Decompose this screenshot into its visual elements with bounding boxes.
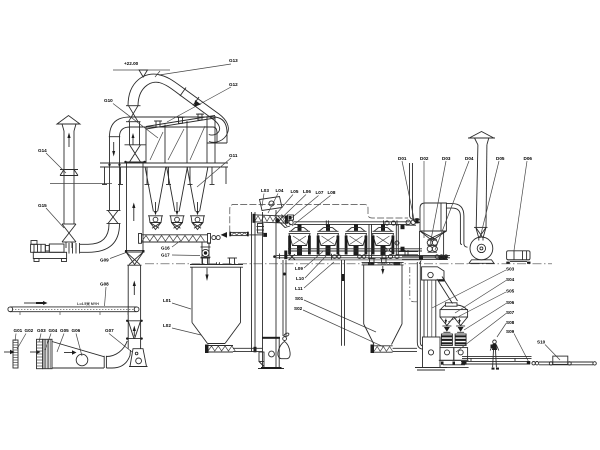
svg-text:L07: L07 — [316, 190, 324, 195]
svg-text:L09: L09 — [295, 266, 303, 271]
svg-text:L10: L10 — [296, 276, 304, 281]
svg-text:L02: L02 — [163, 323, 171, 328]
svg-text:G09: G09 — [100, 258, 109, 263]
svg-text:D04: D04 — [465, 156, 474, 161]
svg-text:L06: L06 — [303, 189, 311, 194]
svg-text:G17: G17 — [161, 253, 170, 258]
svg-text:G13: G13 — [229, 58, 238, 63]
svg-text:S02: S02 — [294, 306, 303, 311]
svg-text:L04: L04 — [276, 188, 284, 193]
svg-text:G14: G14 — [38, 148, 47, 153]
svg-text:G04: G04 — [49, 328, 58, 333]
svg-text:+22.00: +22.00 — [124, 61, 139, 66]
svg-text:D01: D01 — [398, 156, 407, 161]
svg-text:D06: D06 — [524, 156, 533, 161]
svg-text:G03: G03 — [37, 328, 46, 333]
svg-text:S07: S07 — [506, 310, 515, 315]
svg-text:S09: S09 — [506, 329, 515, 334]
svg-text:S01: S01 — [295, 296, 304, 301]
svg-text:G10: G10 — [104, 98, 113, 103]
svg-text:G16: G16 — [161, 246, 170, 251]
svg-text:G15: G15 — [38, 203, 47, 208]
svg-text:D05: D05 — [496, 156, 505, 161]
svg-text:L03: L03 — [261, 188, 269, 193]
svg-text:G12: G12 — [229, 82, 238, 87]
svg-text:L01: L01 — [163, 298, 171, 303]
svg-text:D03: D03 — [442, 156, 451, 161]
svg-text:Δ2Δ-62N: Δ2Δ-62N — [381, 262, 396, 266]
svg-text:G11: G11 — [229, 153, 238, 158]
svg-text:L05: L05 — [291, 189, 299, 194]
svg-text:G02: G02 — [25, 328, 34, 333]
svg-text:S05: S05 — [506, 289, 515, 294]
svg-text:L=4.5米 ΜYH: L=4.5米 ΜYH — [77, 301, 99, 306]
svg-text:G06: G06 — [72, 328, 81, 333]
svg-text:G05: G05 — [60, 328, 69, 333]
svg-text:G08: G08 — [100, 282, 109, 287]
svg-text:S10: S10 — [537, 340, 546, 345]
svg-text:D02: D02 — [420, 156, 429, 161]
svg-text:S03: S03 — [506, 267, 515, 272]
svg-text:L11: L11 — [295, 286, 303, 291]
svg-text:S04: S04 — [506, 277, 515, 282]
svg-text:G01: G01 — [14, 328, 23, 333]
svg-text:S06: S06 — [506, 300, 515, 305]
svg-text:G07: G07 — [105, 328, 114, 333]
svg-text:L08: L08 — [328, 190, 336, 195]
svg-text:S08: S08 — [506, 320, 515, 325]
